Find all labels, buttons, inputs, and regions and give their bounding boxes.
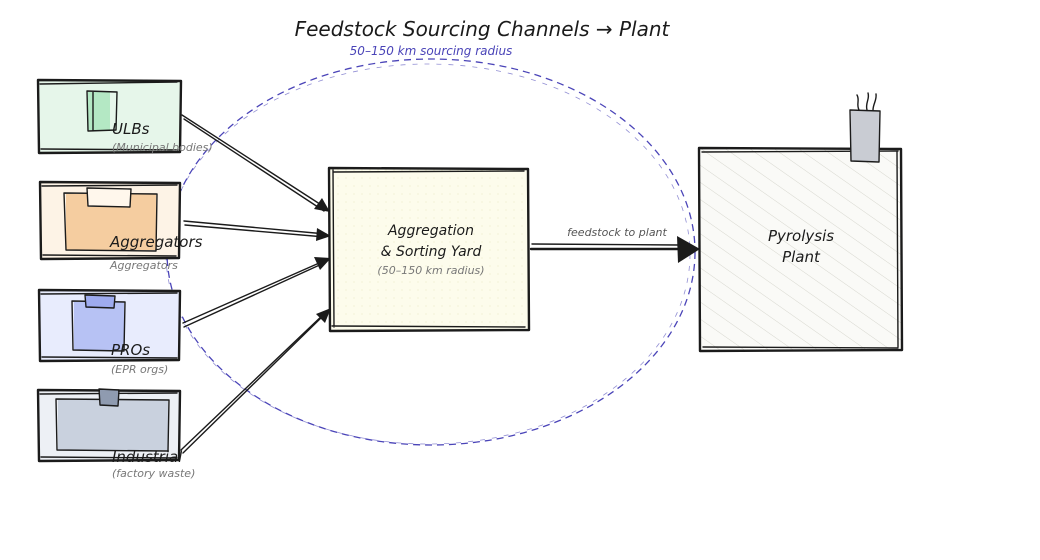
source-industrial-name: Industrial [112,448,183,466]
source-pros-name: PROs [111,341,150,359]
sorting-yard [327,166,531,333]
diagram-title: Feedstock Sourcing Channels → Plant [295,17,671,41]
sourcing-radius-label: 50–150 km sourcing radius [350,44,513,58]
source-ulbs-name: ULBs [112,120,150,138]
industrial-tank-icon [58,400,168,450]
sorting-yard-sub: (50–150 km radius) [377,264,484,277]
arrowhead-aggregators [316,228,331,241]
source-pros [37,288,182,363]
ulbs-bin-icon [88,92,110,130]
pros-container-icon [74,302,124,350]
pyrolysis-plant-line2: Plant [782,248,821,266]
source-aggregators-sub: Aggregators [109,259,178,272]
feedstock-arrowhead [677,236,700,263]
source-aggregators-name: Aggregators [109,233,203,251]
arrowhead-industrial [316,308,331,323]
source-ulbs-sub: (Municipal bodies) [112,141,213,154]
source-aggregators [38,180,182,261]
pyrolysis-plant-line1: Pyrolysis [768,227,834,245]
source-industrial-sub: (factory waste) [112,467,195,480]
feedstock-flow-arrow [529,236,700,263]
chimney-icon [849,92,881,163]
source-ulbs [36,78,183,155]
feedstock-flow-label: feedstock to plant [567,226,667,239]
sorting-yard-line2: & Sorting Yard [381,244,482,260]
pyrolysis-plant [697,92,904,353]
sorting-yard-line1: Aggregation [387,223,474,239]
source-pros-sub: (EPR orgs) [111,363,168,376]
arrowhead-pros [314,257,331,270]
source-industrial [36,388,182,463]
source-arrows [180,114,331,454]
arrowhead-ulbs [314,198,330,212]
